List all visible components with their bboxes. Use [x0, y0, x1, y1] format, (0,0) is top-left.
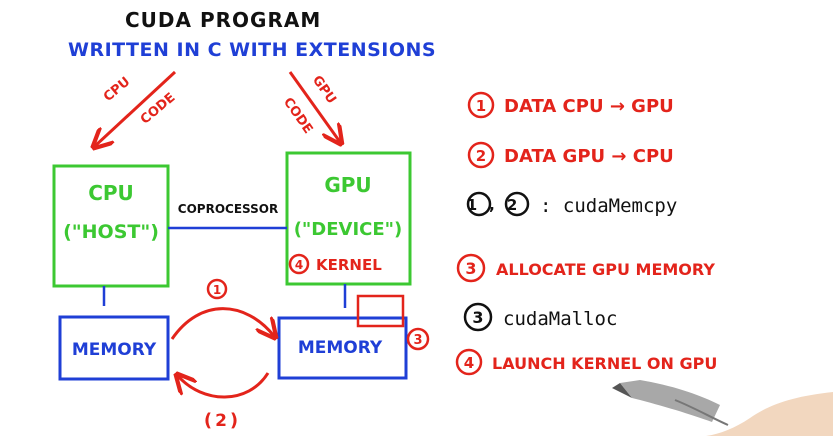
host-memory-box: [58, 315, 170, 381]
coprocessor-label: COPROCESSOR: [178, 202, 278, 216]
gpu-box-title: GPU: [324, 173, 371, 197]
cpu-box-title: CPU: [88, 181, 134, 205]
step3-circle: [456, 253, 486, 283]
cpu-box-host-label: ("HOST"): [63, 221, 159, 243]
step3b-number: 3: [472, 308, 483, 327]
step4-circle: [455, 348, 483, 376]
step12-text: : cudaMemcpy: [540, 195, 677, 217]
cpu-code-label-1: CPU: [101, 74, 133, 105]
copy-host-to-device-arrow: [170, 307, 274, 339]
gpu-code-arrow: [288, 71, 340, 142]
gpu-code-label-1: GPU: [309, 73, 339, 107]
arrow2-close-paren: ): [230, 410, 238, 431]
step1-circle: [467, 91, 495, 119]
cpu-host-box: [52, 164, 170, 288]
gpu-device-box: [285, 151, 412, 286]
device-memory-label: MEMORY: [298, 338, 383, 358]
step12-circle-b: [504, 191, 530, 217]
cpu-code-arrow: [95, 70, 177, 146]
step1-text: DATA CPU → GPU: [504, 96, 674, 117]
step12-number: 1,2: [467, 196, 530, 214]
pen-hand-icon: [612, 380, 833, 436]
arrow1-number: 1: [213, 283, 221, 297]
step12-circle-a: [466, 191, 492, 217]
arrow2-open-paren: (: [204, 410, 212, 431]
gpu-box-device-label: ("DEVICE"): [294, 219, 403, 240]
kernel-step-number: 4: [295, 258, 303, 272]
step2-number: 2: [476, 147, 486, 165]
step4-text: LAUNCH KERNEL ON GPU: [492, 354, 717, 373]
step3-number: 3: [465, 259, 476, 278]
allocated-memory-region: [356, 294, 405, 328]
kernel-label: KERNEL: [316, 256, 382, 274]
step2-text: DATA GPU → CPU: [504, 146, 674, 167]
allocated-step-circle: [406, 327, 430, 351]
allocated-step-number: 3: [413, 333, 422, 348]
step3b-text: cudaMalloc: [503, 308, 617, 330]
step3-text: ALLOCATE GPU MEMORY: [496, 260, 715, 279]
cpu-code-label-2: CODE: [138, 90, 178, 127]
step2-circle: [467, 141, 495, 169]
copy-device-to-host-arrow: [178, 373, 270, 399]
step4-number: 4: [464, 354, 474, 372]
arrow2-number: 2: [215, 411, 227, 431]
program-subtitle: WRITTEN IN C WITH EXTENSIONS: [68, 39, 436, 61]
arrow1-number-circle: [206, 278, 228, 300]
kernel-step-circle: [288, 253, 310, 275]
host-memory-label: MEMORY: [72, 340, 157, 360]
step3b-circle: [463, 302, 493, 332]
program-title: CUDA PROGRAM: [125, 8, 321, 32]
device-memory-box: [277, 316, 408, 380]
step1-number: 1: [476, 97, 486, 115]
